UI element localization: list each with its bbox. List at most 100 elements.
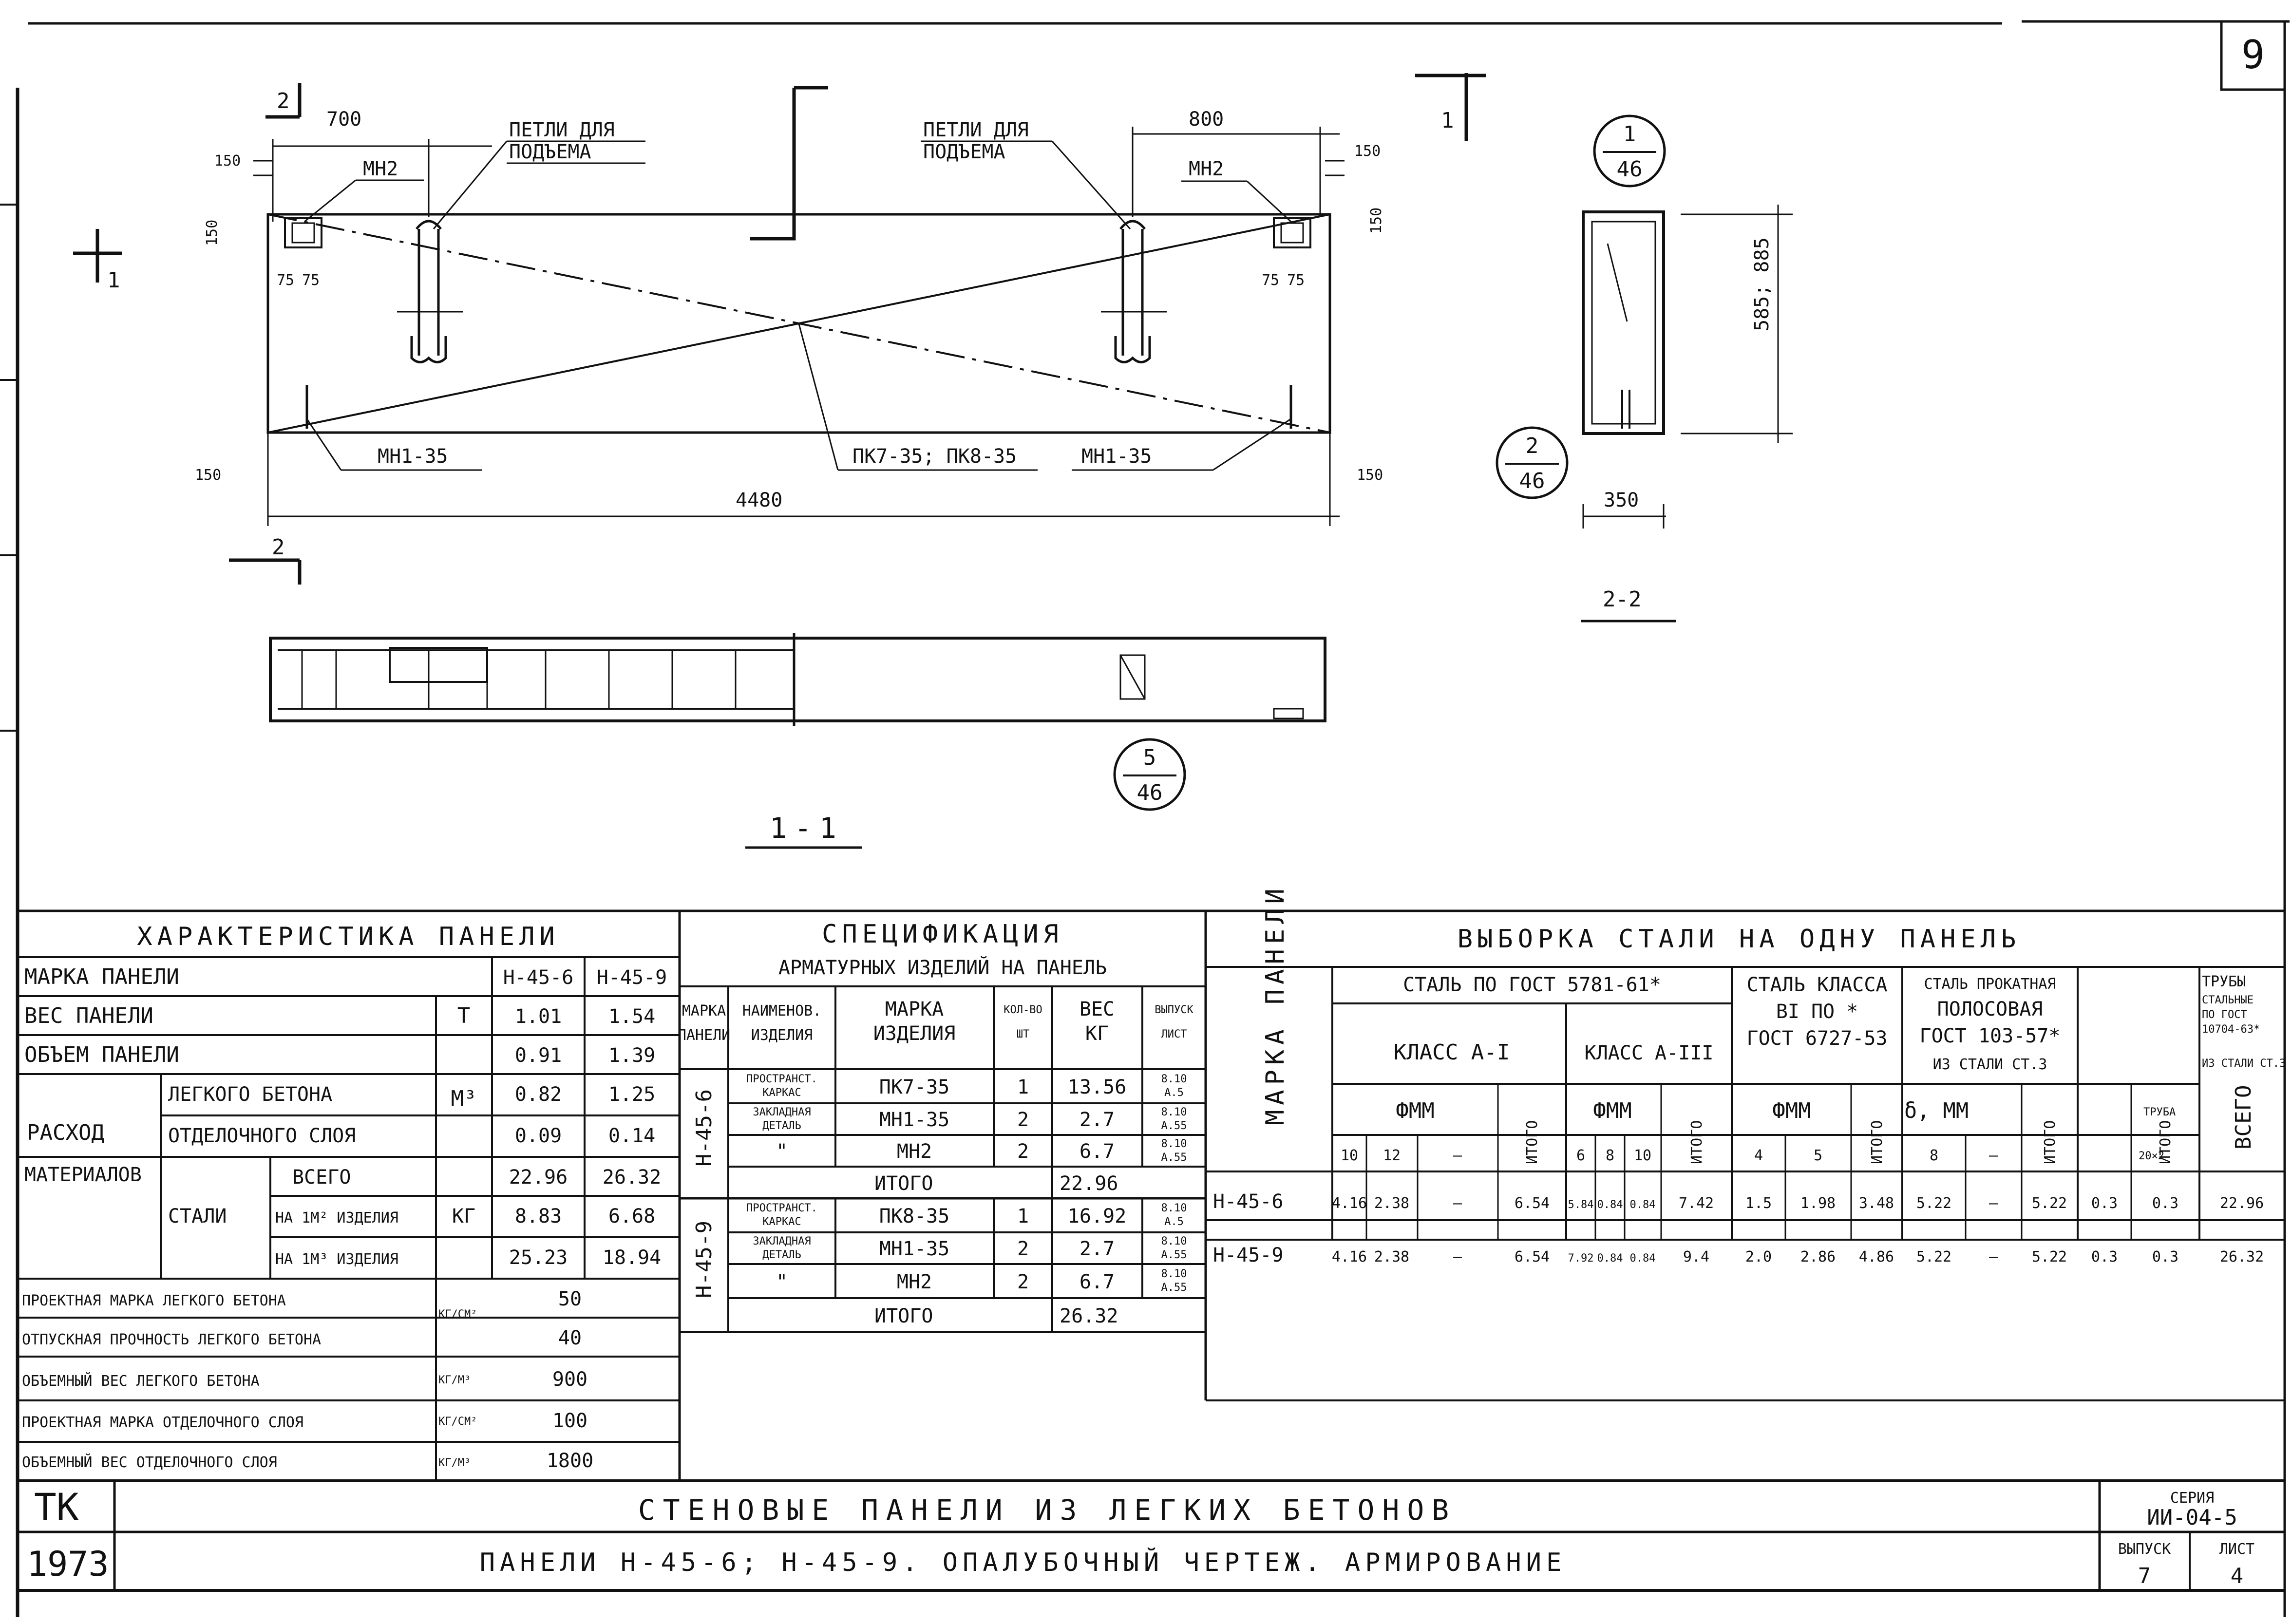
- svg-text:2.7: 2.7: [1080, 1109, 1115, 1131]
- sheet-frame: 9: [0, 20, 2290, 1617]
- svg-text:0.84: 0.84: [1597, 1252, 1623, 1265]
- label-mn1-left: МН1-35: [306, 418, 482, 471]
- section-mark-2-bottom: 2: [272, 535, 285, 560]
- char-light-v2: 1.25: [608, 1083, 655, 1106]
- char-volume-v2: 1.39: [608, 1044, 655, 1067]
- section-mark-1-left: 1: [107, 268, 120, 293]
- dim-700: 700: [326, 108, 361, 131]
- svg-text:4.16: 4.16: [1332, 1248, 1367, 1265]
- steel-itogo-r: ИТОГО: [2042, 1120, 2059, 1164]
- steel-thickness: δ, ММ: [1904, 1098, 1969, 1123]
- svg-text:26.32: 26.32: [2220, 1248, 2264, 1265]
- char-label-finish-density: ОБЪЕМНЫЙ ВЕС ОТДЕЛОЧНОГО СЛОЯ: [22, 1454, 277, 1471]
- issue-value: 7: [2138, 1564, 2151, 1588]
- svg-text:—: —: [1453, 1195, 1462, 1212]
- svg-text:46: 46: [1519, 469, 1545, 493]
- svg-text:16.92: 16.92: [1068, 1205, 1126, 1227]
- spec-row: ПРОСТРАНСТ. КАРКАС ПК7-35 1 13.56 8.10 А…: [746, 1073, 1187, 1099]
- char-grade-value: 50: [558, 1288, 582, 1310]
- lifting-loop-right: [1101, 220, 1167, 363]
- detail-callout-1-46: 1 46: [1593, 114, 1666, 188]
- char-label-release: ОТПУСКНАЯ ПРОЧНОСТЬ ЛЕГКОГО БЕТОНА: [22, 1331, 321, 1348]
- series-label: СЕРИЯ: [2170, 1490, 2214, 1507]
- characteristics-table: ХАРАКТЕРИСТИКА ПАНЕЛИ МАРКА ПАНЕЛИ Н-45-…: [18, 909, 2285, 1481]
- svg-text:2: 2: [1017, 1140, 1029, 1163]
- steel-pipes-4: 10704-63*: [2202, 1023, 2260, 1036]
- steel-gost5781: СТАЛЬ ПО ГОСТ 5781-61*: [1403, 974, 1661, 996]
- spec-total-label-1: ИТОГО: [874, 1172, 933, 1195]
- svg-text:8.10: 8.10: [1161, 1106, 1187, 1118]
- svg-text:6.54: 6.54: [1515, 1248, 1550, 1265]
- char-label-consumption: РАСХОД: [27, 1120, 104, 1145]
- dim-150-left: 150: [204, 220, 221, 246]
- lifting-loop-left: [397, 220, 463, 363]
- steel-itogo-a3: ИТОГО: [1688, 1120, 1705, 1164]
- svg-text:Н-45-6: Н-45-6: [1213, 1190, 1284, 1213]
- svg-text:ДЕТАЛЬ: ДЕТАЛЬ: [762, 1120, 801, 1132]
- char-label-finish-grade: ПРОЕКТНАЯ МАРКА ОТДЕЛОЧНОГО СЛОЯ: [22, 1414, 303, 1431]
- steel-d-r-8: 8: [1930, 1147, 1938, 1164]
- svg-text:—: —: [1989, 1248, 1998, 1265]
- svg-text:ПОДЪЕМА: ПОДЪЕМА: [923, 141, 1005, 163]
- svg-text:8.10: 8.10: [1161, 1235, 1187, 1247]
- svg-text:МН2: МН2: [363, 158, 398, 180]
- svg-text:13.56: 13.56: [1068, 1076, 1126, 1098]
- svg-text:": ": [776, 1140, 788, 1163]
- char-label-m3: НА 1М³ ИЗДЕЛИЯ: [275, 1251, 398, 1268]
- svg-text:7.92: 7.92: [1568, 1252, 1594, 1265]
- char-label-finish: ОТДЕЛОЧНОГО СЛОЯ: [168, 1125, 356, 1147]
- section-mark-2-top: 2: [277, 89, 290, 113]
- svg-text:9.4: 9.4: [1683, 1248, 1709, 1265]
- svg-text:МН1-35: МН1-35: [378, 445, 448, 468]
- char-m2-v2: 6.68: [608, 1205, 655, 1227]
- label-mn2-right: МН2: [1181, 158, 1292, 223]
- title-block: ТК 1973 СТЕНОВЫЕ ПАНЕЛИ ИЗ ЛЕГКИХ БЕТОНО…: [18, 1479, 2285, 1592]
- svg-text:1: 1: [1623, 122, 1636, 147]
- svg-text:4.86: 4.86: [1859, 1248, 1894, 1265]
- section-mark-1-top: 1: [1441, 108, 1454, 133]
- spec-title: СПЕЦИФИКАЦИЯ: [822, 920, 1063, 949]
- svg-text:0.3: 0.3: [2091, 1195, 2118, 1212]
- characteristics-title: ХАРАКТЕРИСТИКА ПАНЕЛИ: [137, 922, 559, 951]
- char-release-value: 40: [558, 1327, 582, 1349]
- spec-row: ЗАКЛАДНАЯ ДЕТАЛЬ МН1-35 2 2.7 8.10 А.55: [753, 1106, 1187, 1132]
- char-finish-density-unit: КГ/М³: [438, 1457, 471, 1469]
- svg-text:А.5: А.5: [1164, 1087, 1184, 1099]
- label-mn2-left: МН2: [304, 158, 424, 223]
- label-lifting-loops-left: ПЕТЛИ ДЛЯ ПОДЪЕМА: [433, 119, 645, 229]
- spec-total-2: 26.32: [1060, 1305, 1118, 1327]
- spec-row: ПРОСТРАНСТ. КАРКАС ПК8-35 1 16.92 8.10 А…: [746, 1202, 1187, 1228]
- svg-text:2: 2: [1017, 1109, 1029, 1131]
- svg-text:5.22: 5.22: [1916, 1195, 1951, 1212]
- dim-75-a: 75: [277, 272, 294, 289]
- steel-d-a1-12: 12: [1383, 1147, 1401, 1164]
- dim-75-b: 75: [302, 272, 320, 289]
- steel-rolled-3: ГОСТ 103-57*: [1920, 1025, 2061, 1047]
- steel-d-a3-8: 8: [1606, 1147, 1614, 1164]
- label-cage: ПК7-35; ПК8-35: [798, 323, 1038, 471]
- panel-elevation: 2 2 1 1 700 800 150 150 150 150 75 75 75: [73, 73, 1486, 585]
- spec-h-weight-2: КГ: [1085, 1022, 1109, 1045]
- svg-text:5: 5: [1143, 745, 1156, 770]
- detail-callout-5-46: 5 46: [1113, 738, 1186, 811]
- char-m2-v1: 8.83: [515, 1205, 562, 1227]
- spec-h-qty-2: ШТ: [1017, 1028, 1030, 1040]
- steel-pipe-label: ТРУБА: [2143, 1106, 2176, 1118]
- svg-text:ПРОСТРАНСТ.: ПРОСТРАНСТ.: [746, 1073, 817, 1085]
- svg-text:А.55: А.55: [1161, 1152, 1187, 1164]
- steel-d-a3-10: 10: [1634, 1147, 1651, 1164]
- section-1-1: 1-1: [269, 633, 1326, 849]
- svg-text:4.16: 4.16: [1332, 1195, 1367, 1212]
- steel-d-r-x: —: [1989, 1147, 1998, 1164]
- spec-row: " МН2 2 6.7 8.10 А.55: [776, 1268, 1187, 1294]
- steel-phi-b1: ФММ: [1772, 1098, 1811, 1123]
- label-lifting-loops-right: ПЕТЛИ ДЛЯ ПОДЪЕМА: [921, 119, 1131, 229]
- char-label-mark: МАРКА ПАНЕЛИ: [24, 964, 179, 989]
- char-finish-v1: 0.09: [515, 1125, 562, 1147]
- char-weight-unit: Т: [457, 1003, 471, 1028]
- steel-rolled-4: ИЗ СТАЛИ СТ.3: [1933, 1056, 2047, 1073]
- steel-col-mark: МАРКА ПАНЕЛИ: [1261, 884, 1290, 1125]
- svg-text:8.10: 8.10: [1161, 1138, 1187, 1150]
- svg-text:": ": [776, 1271, 788, 1293]
